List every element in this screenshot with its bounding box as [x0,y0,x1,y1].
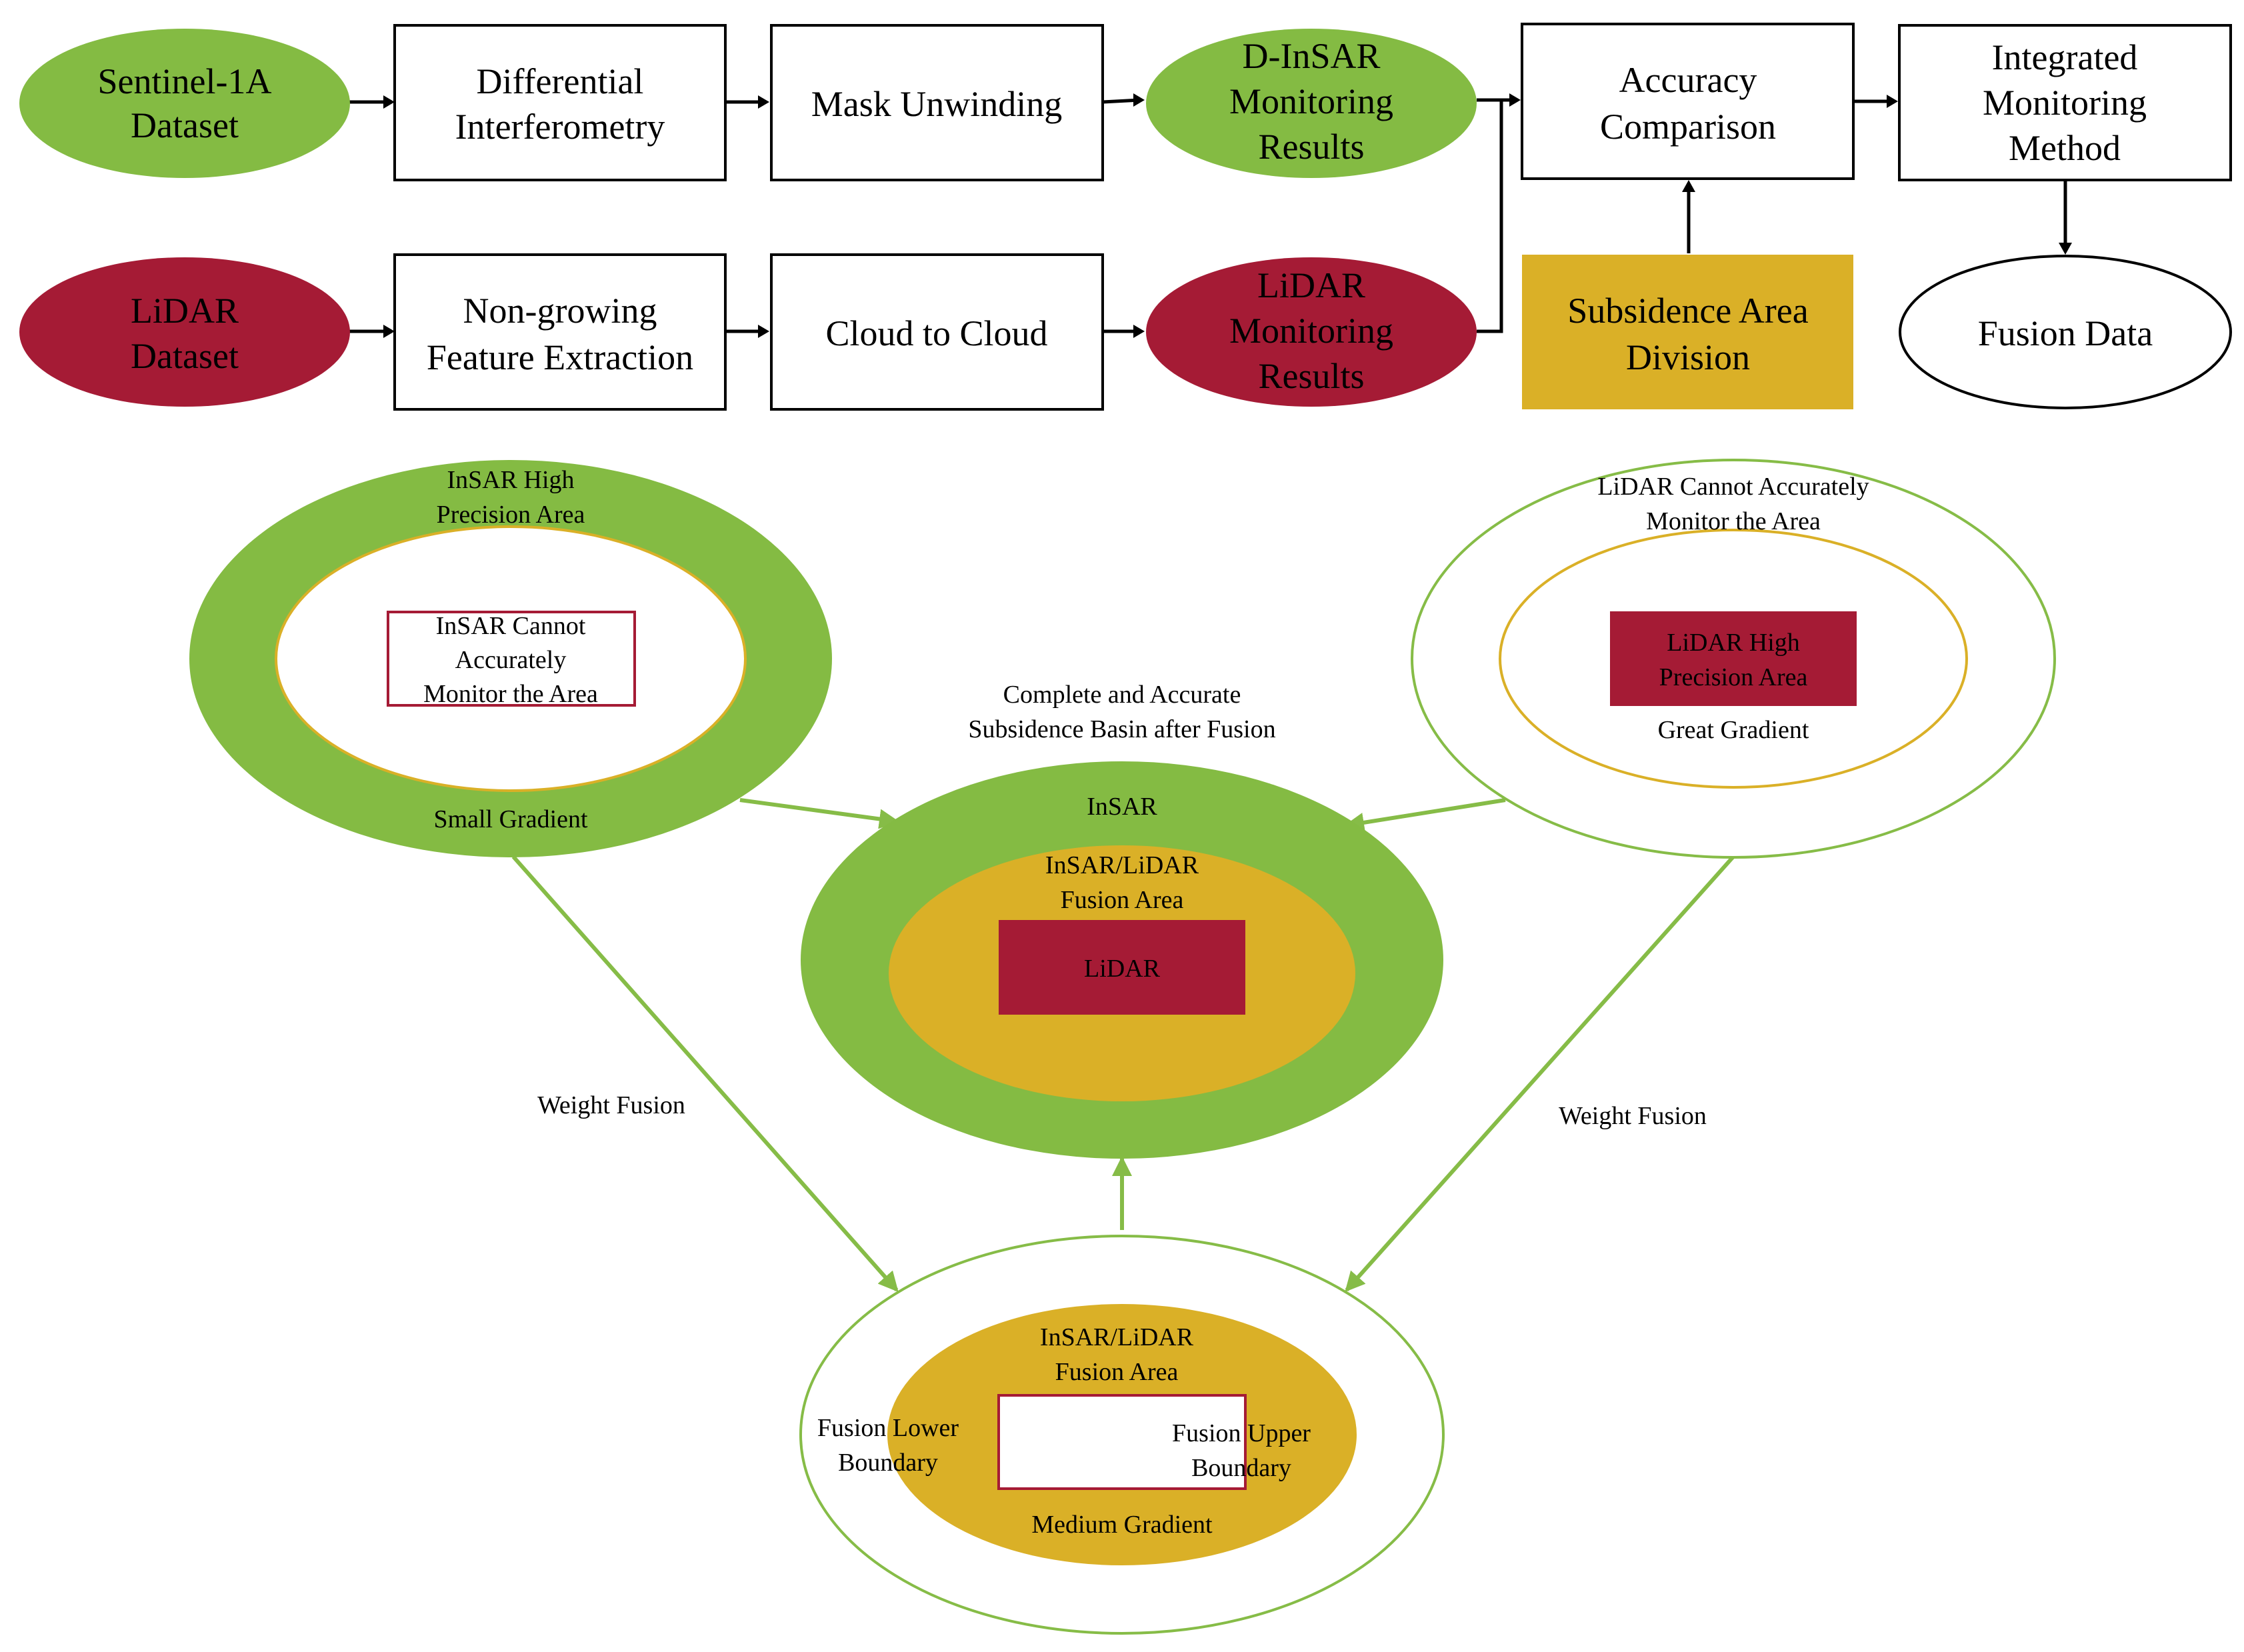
mask-unwinding-box [770,24,1104,181]
center-lidar-box [999,920,1245,1015]
subsidence-division-box [1522,255,1853,409]
flowchart-connectors [347,93,2072,338]
weight-fusion-right-label: Weight Fusion [1559,1102,1707,1130]
arrowhead [383,325,395,338]
dinsar-results-node [1146,29,1477,178]
great-gradient-label: Great Gradient [1658,716,1809,744]
cloud-to-cloud-box [770,253,1104,411]
lidar-high-box [1610,611,1857,706]
arrowhead [1133,93,1145,107]
fusion-data-label: Fusion Data [1978,313,2153,353]
arrowhead [1133,325,1145,338]
bottom-boundary-box [997,1394,1247,1490]
arrow-insar-to-bottom [511,855,899,1292]
mask-unwinding-label: Mask Unwinding [811,84,1063,124]
arrow-lidar-to-center [1344,798,1506,833]
arrowhead [758,325,769,338]
arrow-lidar-to-bottom [1345,855,1735,1292]
differential-interferometry-box [393,24,727,181]
arrowhead [2059,243,2072,255]
weight-fusion-left-label: Weight Fusion [537,1091,685,1119]
arrowhead [1509,93,1521,107]
fusion-data-node [1899,255,2232,409]
arrowhead [1682,180,1695,192]
insar-cannot-box [387,611,636,707]
connector-lidar-results-to-accuracy [1477,100,1503,333]
accuracy-comparison-box [1521,23,1855,180]
arrow-insar-to-center [739,798,899,829]
arrowhead [383,95,395,109]
arrowhead [758,95,769,109]
nongrowing-feature-box [393,253,727,411]
center-insar-label: InSAR [1087,793,1157,821]
integrated-method-box [1898,24,2232,181]
fusion-connectors [511,798,1735,1292]
center-lidar-label: LiDAR [1084,955,1161,983]
lidar-results-node [1146,257,1477,407]
sentinel-dataset-node [19,29,350,178]
lidar-dataset-node [19,257,350,407]
cloud-to-cloud-label: Cloud to Cloud [825,313,1047,353]
small-gradient-label: Small Gradient [433,805,588,833]
medium-gradient-label: Medium Gradient [1031,1511,1213,1539]
arrowhead [1887,95,1898,108]
